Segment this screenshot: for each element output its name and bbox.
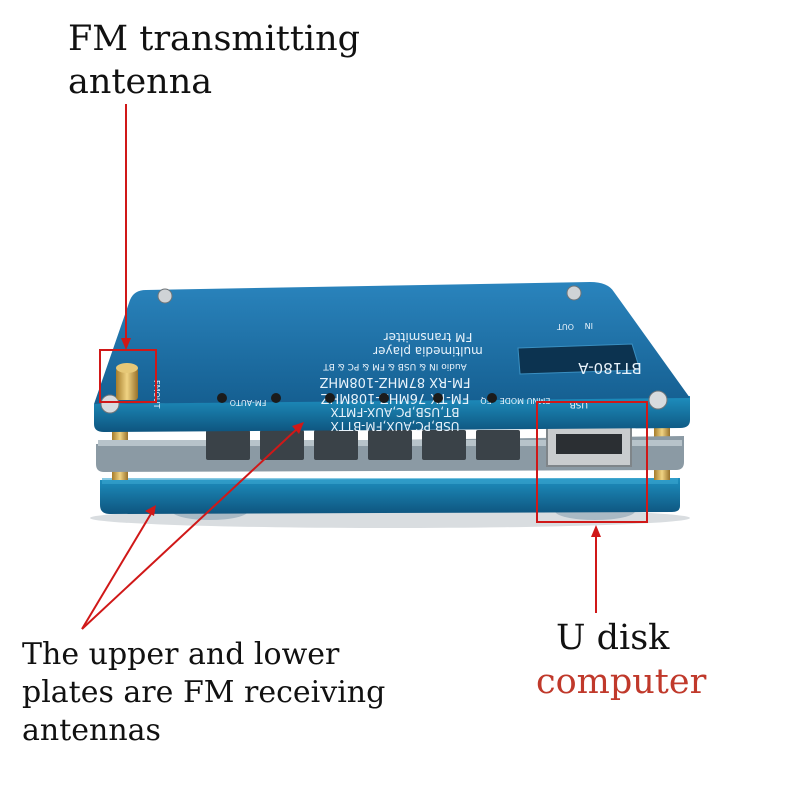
svg-text:OUT: OUT	[557, 322, 574, 331]
plates-callout-line1: The upper and lower	[22, 637, 340, 672]
svg-text:BT180-A: BT180-A	[578, 359, 642, 377]
udisk-callout-line1: U disk	[556, 618, 670, 658]
silkscreen: FM-TX 76MHZ-108MHZ FM-RX 87MHZ-108MHZ Au…	[230, 330, 642, 433]
svg-text:EMNU MODE: EMNU MODE	[500, 396, 551, 405]
top-plate-edge	[94, 396, 690, 432]
front-buttons	[206, 430, 520, 460]
svg-text:USB: USB	[570, 399, 588, 409]
svg-text:BT,USB,PC,AUX-FMTX: BT,USB,PC,AUX-FMTX	[330, 405, 459, 419]
antenna-callout-line2: antenna	[68, 62, 213, 102]
udisk-callout: U disk computer	[536, 616, 706, 704]
plates-callout-line3: antennas	[22, 713, 161, 748]
svg-text:EQ: EQ	[480, 396, 491, 405]
lower-plate	[100, 478, 680, 514]
top-tact-buttons	[217, 393, 497, 403]
screw	[566, 285, 582, 301]
lcd-window	[517, 343, 641, 375]
svg-text:Audio IN & USB & FM & PC & BT: Audio IN & USB & FM & PC & BT	[323, 361, 467, 371]
callout-arrows	[81, 104, 601, 630]
antenna-highlight-box	[99, 349, 157, 403]
antenna-callout: FM transmitting antenna	[68, 18, 360, 104]
antenna-callout-line1: FM transmitting	[68, 19, 361, 59]
svg-text:multimedia player: multimedia player	[373, 344, 483, 358]
plates-callout: The upper and lower plates are FM receiv…	[22, 636, 385, 750]
antenna-connector-top	[116, 363, 138, 373]
svg-text:FM transmitter: FM transmitter	[384, 330, 473, 344]
usb-port-slot	[556, 434, 622, 454]
udisk-callout-line2: computer	[536, 662, 707, 702]
screw	[100, 394, 120, 414]
svg-text:FM-RX 87MHZ-108MHZ: FM-RX 87MHZ-108MHZ	[319, 374, 470, 389]
screw	[648, 390, 668, 410]
usb-highlight-box	[536, 401, 648, 523]
svg-text:USB,PC,AUX,FM-BTTX: USB,PC,AUX,FM-BTTX	[331, 419, 460, 433]
svg-text:IN: IN	[585, 321, 593, 330]
antenna-connector	[116, 368, 138, 400]
svg-text:FM-TX 76MHZ-108MHZ: FM-TX 76MHZ-108MHZ	[321, 390, 470, 405]
lower-plate-edge	[102, 478, 678, 484]
plates-callout-line2: plates are FM receiving	[22, 675, 386, 710]
svg-text:FM-AUTO: FM-AUTO	[230, 398, 267, 407]
screw	[157, 288, 173, 304]
